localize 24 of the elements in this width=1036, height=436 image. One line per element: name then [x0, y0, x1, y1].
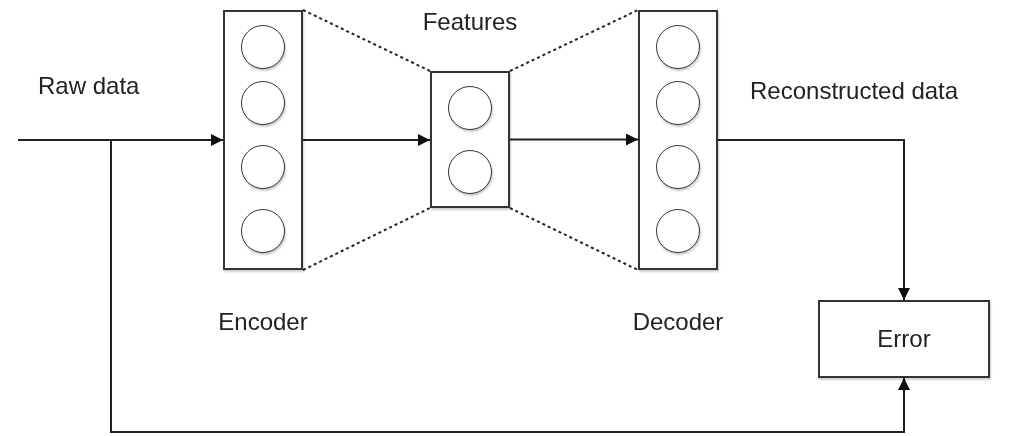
arrow	[17, 134, 224, 146]
layer-label: Decoder	[632, 308, 724, 336]
dashed-line	[302, 9, 431, 72]
dashed-line	[302, 207, 431, 271]
dashed-line	[509, 9, 639, 72]
box-label: Error	[876, 325, 932, 353]
neuron-circle	[241, 145, 285, 189]
neuron-circle	[448, 150, 492, 194]
neuron-circle	[656, 25, 700, 69]
layer-label: Features	[422, 8, 518, 36]
neuron-circle	[656, 81, 700, 125]
neuron-circle	[241, 25, 285, 69]
layer-label: Encoder	[218, 308, 308, 336]
process-box	[818, 300, 990, 378]
arrow	[110, 139, 910, 433]
neuron-circle	[241, 209, 285, 253]
arrow	[509, 133, 639, 146]
neuron-circle	[656, 145, 700, 189]
neuron-circle	[656, 209, 700, 253]
dashed-line	[509, 207, 639, 271]
arrow	[302, 134, 431, 146]
arrow	[717, 139, 910, 301]
neuron-circle	[241, 81, 285, 125]
neuron-circle	[448, 86, 492, 130]
